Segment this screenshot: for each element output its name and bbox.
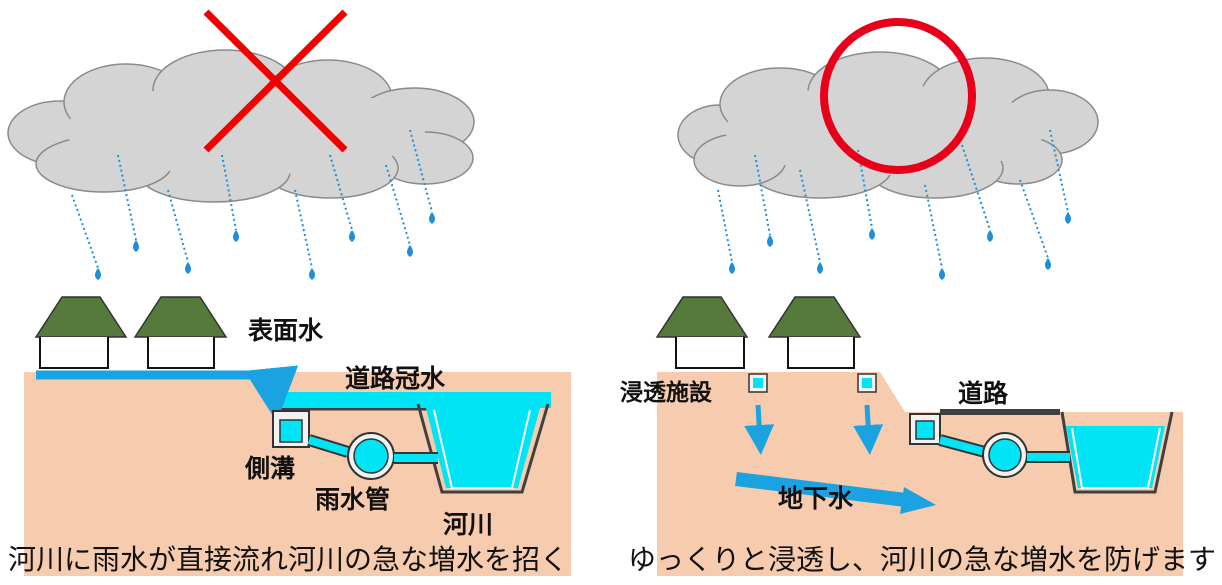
house-right-2 [767, 296, 862, 369]
surface-water-arrow [36, 365, 299, 422]
rain-drops-left [95, 212, 435, 280]
label-road: 道路 [958, 379, 1009, 408]
label-surface-water: 表面水 [248, 316, 324, 345]
ground-right [657, 372, 1183, 576]
label-road-flooding: 道路冠水 [345, 364, 446, 393]
label-groundwater: 地下水 [778, 484, 854, 513]
caption-right: ゆっくりと浸透し、河川の急な増水を防げます [628, 543, 1217, 576]
label-side-ditch: 側溝 [245, 454, 296, 483]
right-panel [655, 18, 1183, 576]
cloud-right [677, 51, 1099, 199]
house-left-1 [34, 296, 128, 369]
road-flood-water [270, 392, 551, 408]
caption-left: 河川に雨水が直接流れ河川の急な増水を招く [8, 543, 569, 576]
cross-mark [203, 9, 348, 153]
house-left-2 [133, 296, 228, 369]
rain-drops-right [729, 212, 1071, 280]
river-channel-left [416, 403, 550, 494]
left-panel [7, 9, 571, 576]
river-water-left [426, 408, 540, 488]
rain-right [717, 129, 1069, 269]
house-right-1 [655, 296, 749, 369]
label-storm-pipe: 雨水管 [315, 485, 391, 514]
river-water-right [1066, 426, 1165, 488]
cloud-left [7, 49, 475, 203]
label-river: 河川 [443, 510, 494, 539]
groundwater-arrow [735, 472, 907, 507]
rain-left [71, 129, 433, 269]
label-infiltration-facility: 浸透施設 [620, 380, 712, 406]
circle-mark [820, 18, 976, 174]
